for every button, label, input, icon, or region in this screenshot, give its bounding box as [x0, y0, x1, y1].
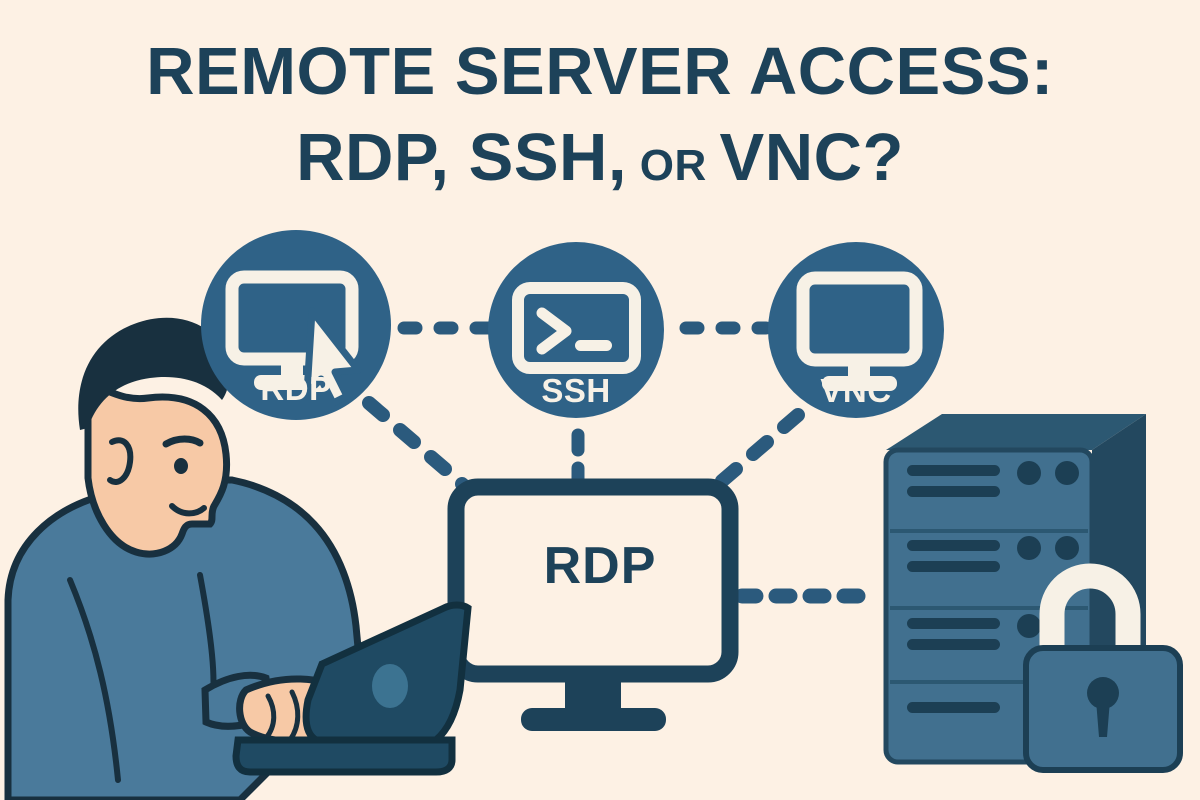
server-bay-3-slots [907, 618, 1000, 650]
padlock-keyhole-circle [1087, 677, 1119, 709]
badge-vnc-label: VNC [820, 372, 892, 409]
padlock-icon [1023, 563, 1183, 773]
badge-vnc[interactable] [768, 242, 944, 418]
laptop-icon [232, 601, 472, 776]
person-ear [107, 437, 134, 485]
badge-vnc-monitor-base [822, 376, 897, 391]
laptop-base [232, 736, 456, 776]
badge-vnc-monitor-neck [848, 360, 870, 380]
server-top-face [886, 414, 1146, 450]
badge-rdp-monitor-neck [281, 359, 303, 379]
center-monitor-label: RDP [543, 537, 657, 595]
badge-ssh-label: SSH [541, 372, 611, 409]
server-bay-1-status-dots [1017, 461, 1079, 485]
person-eyebrow [162, 435, 204, 448]
person-eye [174, 458, 188, 474]
badge-rdp-cursor-arrow [303, 307, 362, 407]
padlock-shackle [1039, 563, 1141, 660]
badge-rdp[interactable] [201, 230, 391, 420]
person-at-laptop-icon [4, 317, 472, 800]
person-hair [78, 317, 230, 430]
desktop-monitor-icon [447, 478, 739, 731]
padlock-keyhole-stem [1096, 700, 1110, 737]
badge-ssh[interactable] [488, 242, 664, 418]
center-monitor-base [521, 708, 666, 731]
center-monitor-neck [565, 674, 621, 714]
badge-ssh-prompt-chevron [536, 307, 572, 355]
server-bay-4-slots [907, 702, 1000, 713]
oval-logo-icon [372, 664, 408, 708]
server-rack-icon [883, 414, 1183, 773]
terminal-prompt-icon [512, 282, 641, 374]
badge-ssh-terminal-window [512, 282, 641, 374]
person-mouth [169, 503, 207, 517]
monitor-cursor-icon [225, 270, 362, 407]
server-bay-3-status-dots [1017, 614, 1041, 638]
monitor-icon [796, 271, 923, 391]
person-sleeve-seam-left [67, 577, 121, 783]
server-bay-2-status-dots [1017, 536, 1079, 560]
server-bay-1-slots [907, 465, 1000, 497]
badge-vnc-circle[interactable] [768, 242, 944, 418]
badge-ssh-cursor-underscore [575, 340, 612, 351]
badge-rdp-label: RDP [260, 370, 332, 407]
server-bay-2-slots [907, 540, 1000, 572]
